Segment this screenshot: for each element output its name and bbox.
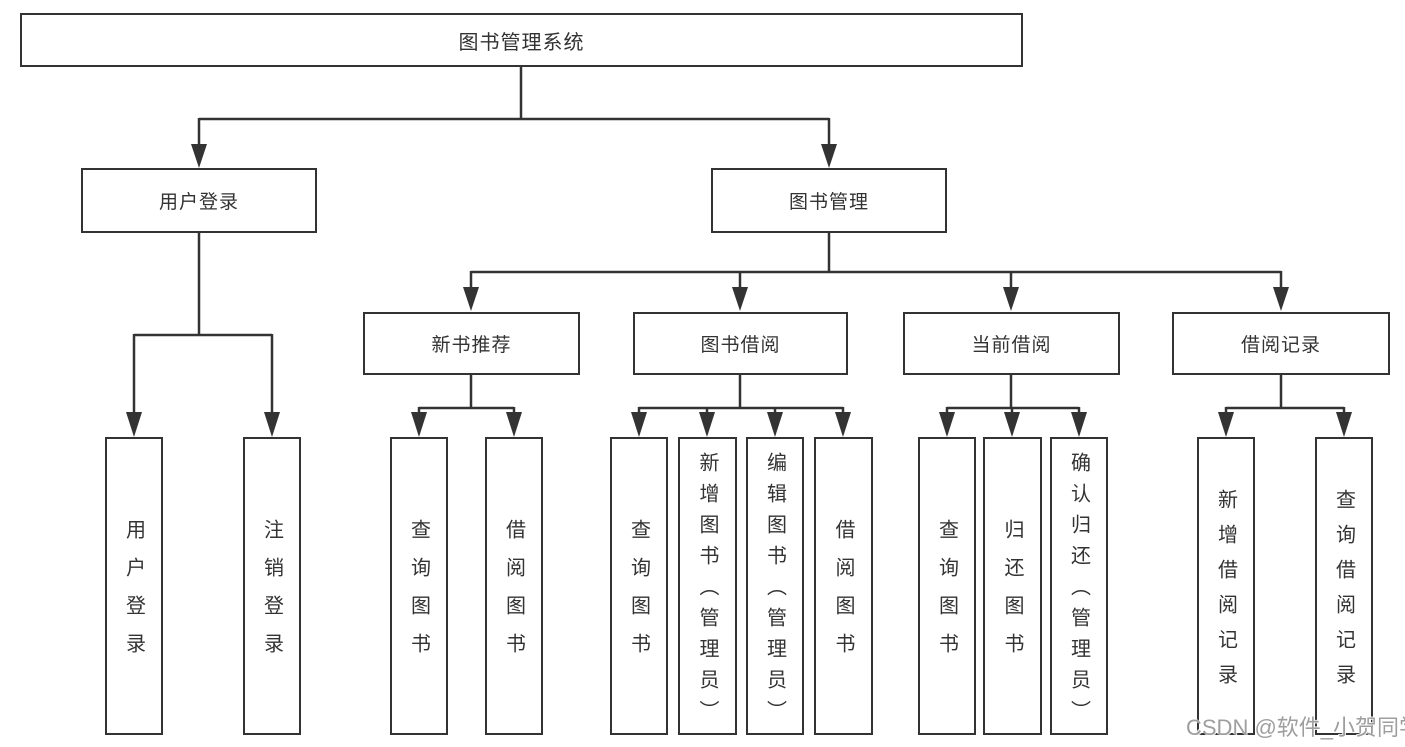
leaf-br-query-record: 查询借阅记录 [1315, 437, 1373, 735]
leaf-user-login: 用户登录 [105, 437, 163, 735]
node-label: 用户登录 [158, 192, 239, 213]
node-label: 图书管理系统 [458, 31, 585, 54]
node-current-borrow: 当前借阅 [903, 312, 1120, 375]
leaf-label: 查询图书 [627, 519, 650, 671]
leaf-cb-query-books: 查询图书 [918, 437, 976, 735]
arrowhead-borrow-records [1273, 287, 1289, 311]
node-book-borrow: 图书借阅 [633, 312, 848, 375]
arrowhead-book-borrow [732, 287, 748, 311]
leaf-bb-add-books-admin: 新增图书（管理员） [678, 437, 737, 735]
node-borrow-records: 借阅记录 [1172, 312, 1390, 375]
leaf-label: 借阅图书 [502, 519, 525, 671]
node-label: 图书借阅 [700, 335, 781, 356]
arrowhead-cb-query [939, 412, 955, 437]
node-label: 借阅记录 [1240, 335, 1321, 356]
arrowhead-cb-return [1004, 412, 1020, 437]
node-book-management: 图书管理 [711, 168, 947, 233]
leaf-logout: 注销登录 [243, 437, 301, 735]
arrowhead-nb-query [411, 412, 427, 437]
arrowhead-user-login [191, 144, 207, 168]
leaf-label: 查询图书 [407, 519, 430, 671]
arrowhead-bb-borrow [835, 412, 851, 437]
leaf-label: 查询借阅记录 [1332, 488, 1355, 699]
leaf-label: 用户登录 [122, 519, 145, 671]
leaf-label: 编辑图书（管理员） [763, 452, 786, 731]
leaf-label: 查询图书 [935, 519, 958, 671]
leaf-cb-confirm-return-admin: 确认归还（管理员） [1050, 437, 1108, 735]
arrowhead-cb-confirm [1071, 412, 1087, 437]
leaf-label: 新增图书（管理员） [696, 452, 718, 731]
arrowhead-login [126, 412, 142, 437]
leaf-label: 注销登录 [260, 519, 283, 671]
leaf-cb-return-books: 归还图书 [983, 437, 1042, 735]
leaf-bb-edit-books-admin: 编辑图书（管理员） [746, 437, 804, 735]
arrowhead-logout [264, 412, 280, 437]
arrowhead-bb-add [699, 412, 715, 437]
node-label: 当前借阅 [971, 335, 1052, 356]
arrowhead-bb-query [631, 412, 647, 437]
leaf-label: 归还图书 [1001, 519, 1023, 671]
node-new-book-recommend: 新书推荐 [363, 312, 580, 375]
node-label: 图书管理 [788, 192, 869, 213]
arrowhead-nb-borrow [506, 412, 522, 437]
leaf-bb-query-books: 查询图书 [610, 437, 668, 735]
arrowhead-book-management [821, 144, 837, 168]
arrowhead-new-book [463, 287, 479, 311]
node-label: 新书推荐 [431, 335, 512, 356]
leaf-nb-borrow-books: 借阅图书 [485, 437, 543, 735]
node-library-management-system: 图书管理系统 [20, 13, 1023, 67]
arrowhead-bb-edit [767, 412, 783, 437]
leaf-nb-query-books: 查询图书 [390, 437, 448, 735]
arrowhead-br-add [1218, 412, 1234, 437]
arrowhead-current-borrow [1003, 287, 1019, 311]
arrowhead-br-query [1336, 412, 1352, 437]
leaf-label: 新增借阅记录 [1214, 488, 1237, 699]
node-user-login: 用户登录 [81, 168, 317, 233]
csdn-watermark: CSDN @软件_小贺同学 [1186, 715, 1405, 740]
leaf-br-add-record: 新增借阅记录 [1197, 437, 1255, 735]
leaf-bb-borrow-books: 借阅图书 [814, 437, 873, 735]
leaf-label: 借阅图书 [832, 519, 854, 671]
leaf-label: 确认归还（管理员） [1067, 452, 1090, 731]
